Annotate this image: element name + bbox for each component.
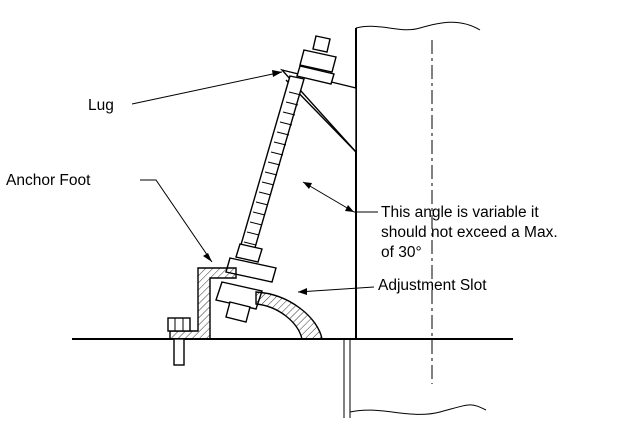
angle-note-line3: of 30° — [381, 244, 422, 261]
adjustment-slot-label: Adjustment Slot — [378, 277, 487, 294]
angle-note-line1: This angle is variable it — [381, 204, 539, 221]
anchor-rod-icon — [215, 35, 337, 323]
leader-lines — [131, 70, 378, 295]
anchor-foot-label: Anchor Foot — [6, 172, 91, 189]
anchor-foot-icon — [167, 267, 237, 366]
lug-label: Lug — [88, 97, 114, 114]
angle-note-line2: should not exceed a Max. — [381, 224, 558, 241]
vessel-wall-icon — [343, 21, 487, 418]
adjustment-slot-icon — [255, 291, 323, 340]
